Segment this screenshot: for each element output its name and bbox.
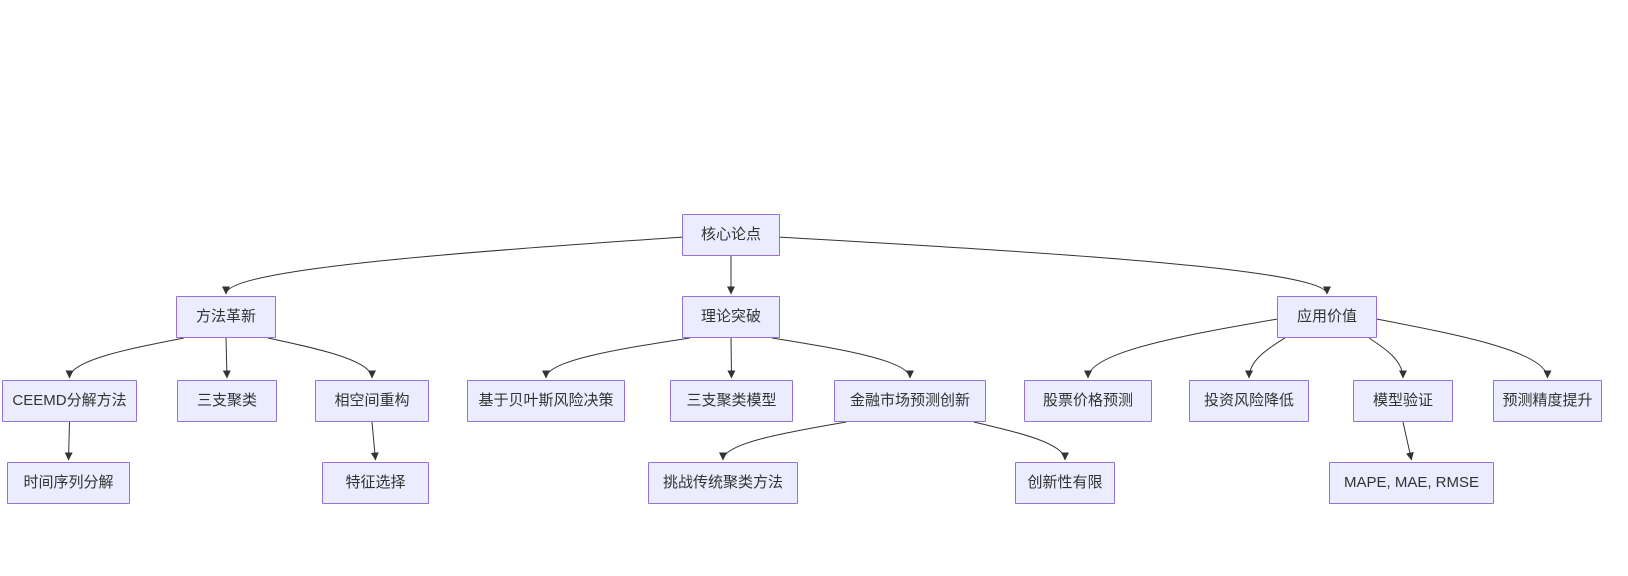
edge-ceemd-timeseries	[64, 421, 73, 461]
node-core: 核心论点	[682, 214, 780, 256]
edge-theory-finance	[772, 337, 914, 379]
node-bayes: 基于贝叶斯风险决策	[467, 380, 625, 422]
edge-method-phase	[267, 337, 376, 379]
node-feature: 特征选择	[322, 462, 429, 504]
edge-finance-challenge	[719, 421, 847, 461]
edge-application-accuracy	[1376, 318, 1552, 379]
node-phase: 相空间重构	[315, 380, 429, 422]
node-limited: 创新性有限	[1015, 462, 1115, 504]
edge-phase-feature	[370, 421, 379, 461]
edge-validate-metrics	[1402, 421, 1414, 461]
node-three-cluster: 三支聚类	[177, 380, 277, 422]
edge-finance-limited	[973, 421, 1069, 461]
edge-application-stock	[1084, 318, 1278, 379]
node-method: 方法革新	[176, 296, 276, 338]
node-metrics: MAPE, MAE, RMSE	[1329, 462, 1494, 504]
node-invest: 投资风险降低	[1189, 380, 1309, 422]
node-finance: 金融市场预测创新	[834, 380, 986, 422]
node-validate: 模型验证	[1353, 380, 1453, 422]
edge-application-validate	[1368, 337, 1407, 379]
node-ceemd: CEEMD分解方法	[2, 380, 137, 422]
edge-application-invest	[1245, 337, 1286, 379]
edge-theory-bayes	[542, 337, 690, 379]
node-stock: 股票价格预测	[1024, 380, 1152, 422]
edge-method-ceemd	[65, 337, 185, 379]
node-theory: 理论突破	[682, 296, 780, 338]
node-timeseries: 时间序列分解	[7, 462, 130, 504]
node-application: 应用价值	[1277, 296, 1377, 338]
edge-core-method	[222, 236, 683, 295]
node-challenge: 挑战传统聚类方法	[648, 462, 798, 504]
node-accuracy: 预测精度提升	[1493, 380, 1602, 422]
edge-core-application	[779, 236, 1331, 295]
edge-method-three-cluster	[222, 337, 231, 379]
node-three-model: 三支聚类模型	[670, 380, 793, 422]
edge-theory-three-model	[727, 337, 736, 379]
